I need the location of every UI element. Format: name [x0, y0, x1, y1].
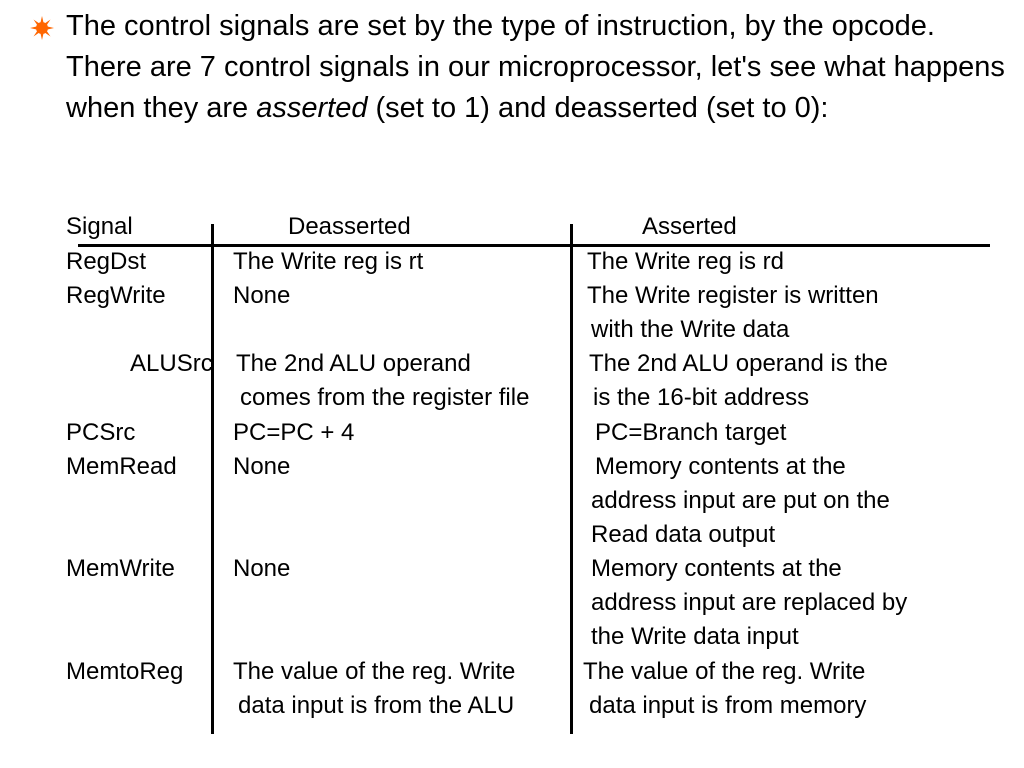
deasserted-text: PC=PC + 4	[233, 419, 355, 446]
asserted-text: address input are replaced by	[591, 589, 908, 616]
deasserted-text: data input is from the ALU	[238, 692, 515, 719]
deasserted-text: None	[233, 453, 291, 480]
deasserted-text: The 2nd ALU operand	[236, 350, 471, 377]
asserted-text: Memory contents at the	[595, 453, 846, 480]
deasserted-text: comes from the register file	[240, 384, 530, 411]
asserted-emphasis: asserted	[256, 92, 368, 124]
intro-line-1: The control signals are set by the type …	[66, 10, 935, 42]
table-divider-right	[570, 224, 573, 734]
intro-line-2: There are 7 control signals in our micro…	[66, 47, 1006, 129]
signal-name: RegWrite	[66, 282, 166, 309]
asserted-text: with the Write data	[591, 316, 790, 343]
table-divider-left	[211, 224, 214, 734]
asserted-text: address input are put on the	[591, 487, 890, 514]
asserted-text: Memory contents at the	[591, 555, 842, 582]
deasserted-text: None	[233, 282, 291, 309]
signal-name: PCSrc	[66, 419, 136, 446]
asserted-text: is the 16-bit address	[593, 384, 810, 411]
asterisk-bullet-icon	[30, 16, 54, 40]
header-signal: Signal	[66, 213, 133, 240]
asserted-text: The Write register is written	[587, 282, 879, 309]
header-deasserted: Deasserted	[288, 213, 411, 240]
intro-line-2-end: (set to 1) and deasserted (set to 0):	[367, 92, 829, 124]
asserted-text: PC=Branch target	[595, 419, 787, 446]
deasserted-text: The Write reg is rt	[233, 248, 424, 275]
asserted-text: the Write data input	[591, 623, 799, 650]
asserted-text: data input is from memory	[589, 692, 867, 719]
intro-text: The control signals are set by the type …	[66, 6, 1006, 129]
header-asserted: Asserted	[642, 213, 737, 240]
asserted-text: The Write reg is rd	[587, 248, 784, 275]
intro-line-2-start: There are 7 control signals in our micro…	[66, 51, 1005, 124]
asserted-text: The 2nd ALU operand is the	[589, 350, 888, 377]
signal-name: MemtoReg	[66, 658, 184, 685]
signal-name: MemRead	[66, 453, 177, 480]
asserted-text: The value of the reg. Write	[583, 658, 866, 685]
table-header-rule	[78, 244, 990, 247]
signal-name: RegDst	[66, 248, 147, 275]
deasserted-text: None	[233, 555, 291, 582]
signal-name: ALUSrc	[130, 350, 213, 377]
signal-name: MemWrite	[66, 555, 175, 582]
deasserted-text: The value of the reg. Write	[233, 658, 516, 685]
asserted-text: Read data output	[591, 521, 776, 548]
